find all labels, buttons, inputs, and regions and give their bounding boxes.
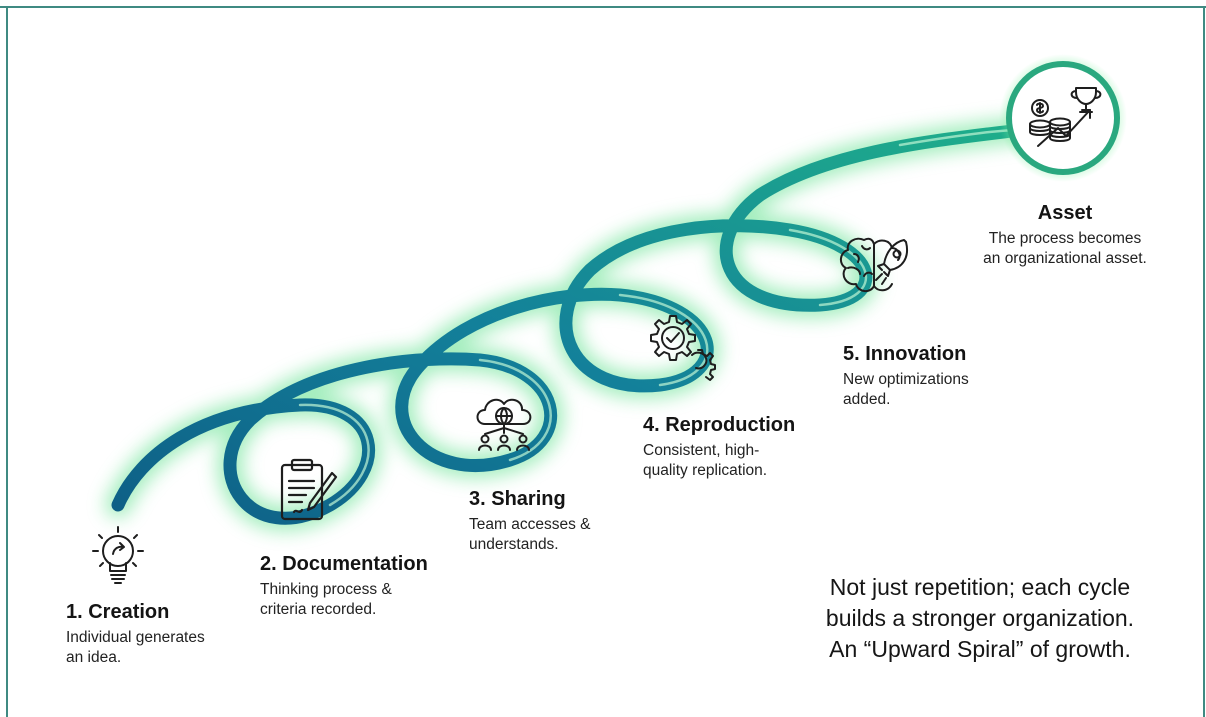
frame-border-right: [1203, 6, 1205, 717]
step-description-line: quality replication.: [643, 462, 768, 479]
step-description: Team accesses & understands.: [469, 515, 590, 555]
spiral-highlight: [298, 128, 1022, 507]
step-description-line: an idea.: [66, 649, 122, 666]
step-innovation: 5. Innovation New optimizations added.: [843, 342, 969, 410]
asset-description-line: an organizational asset.: [983, 250, 1147, 267]
gears-check-icon: [640, 310, 720, 382]
step-description-line: criteria recorded.: [260, 601, 377, 618]
coins-trophy-growth-icon: [1024, 82, 1104, 156]
step-description: Individual generates an idea.: [66, 628, 205, 668]
tagline-line: Not just repetition; each cycle: [829, 574, 1131, 600]
step-description-line: Thinking process &: [260, 581, 392, 598]
brain-rocket-icon: [834, 232, 914, 300]
frame-border-left: [6, 6, 8, 717]
step-sharing: 3. Sharing Team accesses & understands.: [469, 487, 590, 555]
spiral-ribbon: [111, 123, 1027, 525]
step-asset: Asset The process becomes an organizatio…: [965, 201, 1165, 269]
step-description-line: added.: [843, 391, 891, 408]
asset-description-line: The process becomes: [988, 230, 1142, 247]
tagline: Not just repetition; each cycle builds a…: [770, 572, 1190, 665]
tagline-line: An “Upward Spiral” of growth.: [829, 636, 1131, 662]
step-description: Thinking process & criteria recorded.: [260, 580, 428, 620]
tagline-line: builds a stronger organization.: [825, 605, 1135, 631]
clipboard-pen-icon: [274, 455, 342, 527]
step-creation: 1. Creation Individual generates an idea…: [66, 600, 205, 668]
step-description-line: New optimizations: [843, 371, 969, 388]
step-title: 1. Creation: [66, 601, 170, 623]
step-title: 5. Innovation: [843, 343, 967, 365]
step-description-line: Consistent, high-: [643, 442, 760, 459]
frame-border-top: [0, 6, 1206, 8]
asset-description: The process becomes an organizational as…: [965, 229, 1165, 269]
step-description-line: Team accesses &: [469, 516, 591, 533]
lightbulb-icon: [83, 519, 153, 593]
step-reproduction: 4. Reproduction Consistent, high- qualit…: [643, 413, 795, 481]
asset-title: Asset: [1037, 202, 1093, 224]
step-title: 4. Reproduction: [643, 414, 796, 436]
step-description: New optimizations added.: [843, 370, 969, 410]
step-title: 3. Sharing: [469, 488, 566, 510]
step-description-line: Individual generates: [66, 629, 205, 646]
step-title: 2. Documentation: [260, 553, 428, 575]
step-documentation: 2. Documentation Thinking process & crit…: [260, 552, 428, 620]
step-description-line: understands.: [469, 536, 559, 553]
step-description: Consistent, high- quality replication.: [643, 441, 795, 481]
cloud-network-icon: [467, 388, 541, 458]
